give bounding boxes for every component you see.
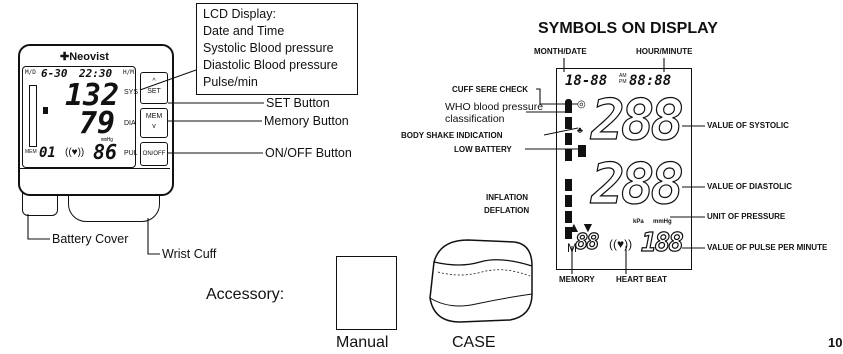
lcd-sample-time: 88:88 xyxy=(629,73,672,89)
callout-line: Pulse/min xyxy=(203,75,258,89)
onoff-button[interactable]: ON/OFF xyxy=(140,142,168,166)
label-who-line1: WHO blood pressure xyxy=(445,101,544,113)
manual-label: Manual xyxy=(336,334,389,351)
case-label: CASE xyxy=(452,334,496,351)
label-memory: MEMORY xyxy=(559,275,595,284)
battery-cover-callout: Battery Cover xyxy=(52,232,129,246)
lcd-sample-systolic: 288 xyxy=(590,88,684,153)
level-bar-segment xyxy=(565,227,572,239)
level-bar-segment xyxy=(565,99,572,113)
label-unit-pressure: UNIT OF PRESSURE xyxy=(707,212,786,221)
lcd-kpa: kPa xyxy=(633,219,644,225)
callout-line: Date and Time xyxy=(203,24,285,38)
wrist-cuff-callout: Wrist Cuff xyxy=(162,247,217,261)
page-number: 10 xyxy=(828,335,843,350)
lcd-systolic: 132 xyxy=(65,78,120,113)
lcd-am: AM xyxy=(619,73,627,79)
leader-line xyxy=(536,88,578,105)
leader-line xyxy=(27,214,50,240)
level-bar-segment xyxy=(565,195,572,207)
level-bar-segment xyxy=(565,179,572,191)
accessory-label: Accessory: xyxy=(206,286,285,303)
label-who: WHO blood pressure classification xyxy=(445,101,543,125)
lcd-sample-memory: 88 xyxy=(574,230,600,255)
leader-line xyxy=(543,127,579,136)
callout-line: Systolic Blood pressure xyxy=(203,41,334,55)
manual-image xyxy=(336,256,397,330)
set-button-callout: SET Button xyxy=(266,96,330,110)
lcd-screen: M/D 6-30 22:30 H/M 132 79 mmHg MEM 01 ((… xyxy=(22,66,136,168)
lcd-sample-pulse: 188 xyxy=(640,228,684,258)
month-date-tag: M/D xyxy=(25,69,36,76)
lcd-date: 6-30 xyxy=(41,67,68,80)
set-button-label: SET xyxy=(147,88,161,95)
inflation-arrow-icon: ▲ xyxy=(567,219,581,235)
who-level-bar xyxy=(29,85,37,147)
memory-button-callout: Memory Button xyxy=(264,114,349,128)
label-heart-beat: HEART BEAT xyxy=(616,275,667,284)
label-inflation: INFLATION xyxy=(486,193,529,202)
level-bar-segment xyxy=(565,133,572,145)
label-body-shake: BODY SHAKE INDICATION xyxy=(401,131,503,140)
hour-minute-tag: H/M xyxy=(123,69,134,76)
set-button[interactable]: ^SET xyxy=(140,72,168,104)
lcd-mem-no: 01 xyxy=(39,145,56,161)
level-bar-segment xyxy=(565,149,572,161)
leader-line xyxy=(147,218,160,255)
leader-line xyxy=(139,69,197,91)
low-battery-icon xyxy=(578,145,586,157)
lcd-time: 22:30 xyxy=(79,67,113,80)
onoff-button-label: ON/OFF xyxy=(142,151,166,157)
case-image xyxy=(420,232,538,332)
mem-button-label: MEM xyxy=(145,113,163,120)
dia-tag: DIA xyxy=(124,120,136,127)
label-who-line2: classification xyxy=(445,113,505,125)
label-hour-minute: HOUR/MINUTE xyxy=(636,47,693,56)
device-body xyxy=(18,44,174,196)
lcd-diastolic: 79 xyxy=(79,106,116,141)
label-month-date: MONTH/DATE xyxy=(534,47,587,56)
lcd-pulse: 86 xyxy=(93,140,118,164)
label-value-diastolic: VALUE OF DIASTOLIC xyxy=(707,182,793,191)
lcd-sample-diastolic: 288 xyxy=(590,152,684,217)
level-bar-segment xyxy=(565,117,572,129)
cuff-check-icon: ◎ xyxy=(577,99,586,110)
symbols-title: SYMBOLS ON DISPLAY xyxy=(538,20,718,37)
label-value-pulse: VALUE OF PULSE PER MINUTE xyxy=(707,243,828,252)
level-marker xyxy=(43,107,48,114)
level-bar-segment xyxy=(565,211,572,223)
label-cuff-check: CUFF SERE CHECK xyxy=(452,85,529,94)
pul-tag: PUL xyxy=(124,150,138,157)
body-shake-icon: ♣ xyxy=(577,125,583,135)
heart-beat-icon: ((♥)) xyxy=(65,147,85,158)
onoff-button-callout: ON/OFF Button xyxy=(265,146,352,160)
callout-line: LCD Display: xyxy=(203,7,276,21)
blood-pressure-monitor: ✚Neovist M/D 6-30 22:30 H/M 132 79 mmHg … xyxy=(18,44,174,222)
deflation-arrow-icon: ▼ xyxy=(581,219,595,235)
brand-logo-icon: ✚ xyxy=(60,51,70,63)
lcd-callout-box: LCD Display: Date and Time Systolic Bloo… xyxy=(196,3,358,95)
label-low-battery: LOW BATTERY xyxy=(454,145,512,154)
sys-tag: SYS xyxy=(124,89,139,96)
lcd-pm: PM xyxy=(619,79,627,85)
label-deflation: DEFLATION xyxy=(484,206,530,215)
mem-tag: MEM xyxy=(25,149,37,155)
label-value-systolic: VALUE OF SYSTOLIC xyxy=(707,121,789,130)
brand-name: ✚Neovist xyxy=(60,51,109,63)
callout-line: Diastolic Blood pressure xyxy=(203,58,338,72)
lcd-sample-date: 18-88 xyxy=(565,73,608,89)
lcd-mmhg: mmHg xyxy=(101,137,114,143)
lcd-mmhg-unit: mmHg xyxy=(653,219,672,225)
